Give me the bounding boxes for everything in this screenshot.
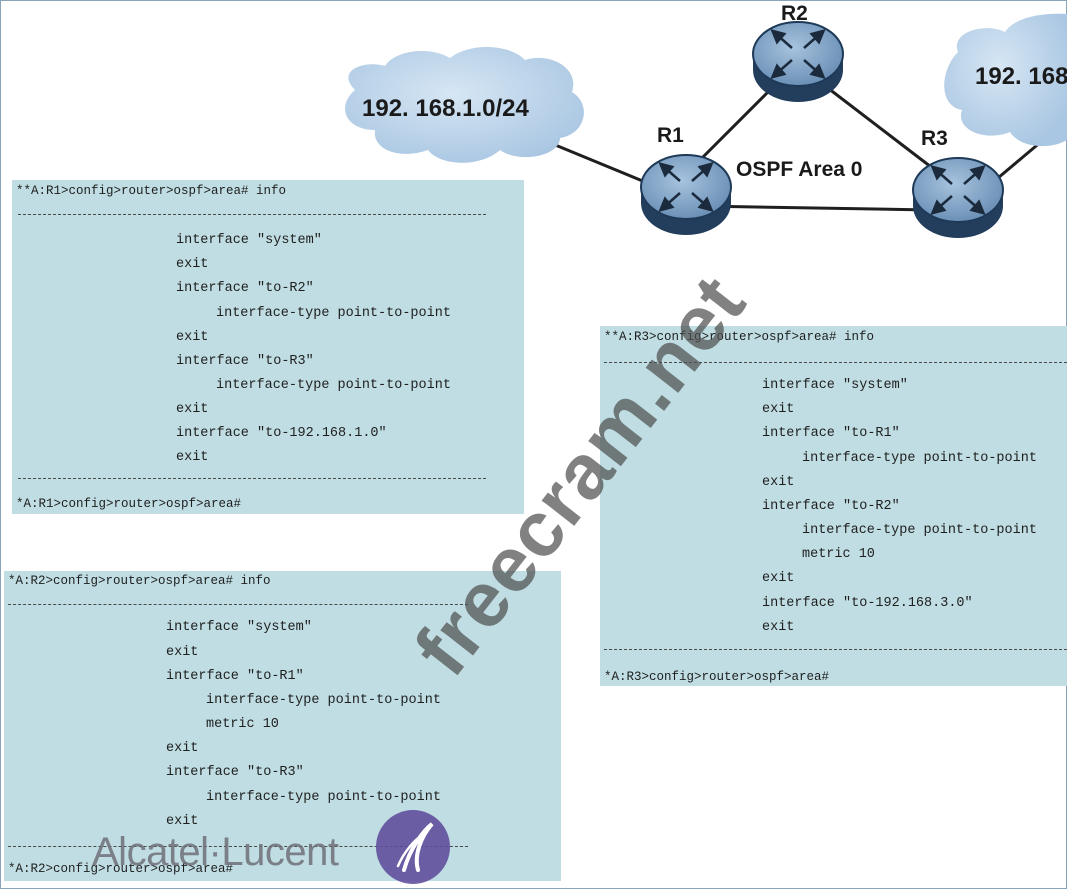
cloud-label-192-168-3: 192. 168	[975, 63, 1067, 90]
config-line: exit	[166, 741, 199, 756]
divider	[8, 846, 468, 847]
router-arrows-icon	[930, 165, 986, 215]
config-line: interface-type point-to-point	[802, 523, 1037, 538]
config-line: exit	[176, 450, 209, 465]
config-line: metric 10	[802, 547, 875, 562]
r3-config-header: **A:R3>config>router>ospf>area# info	[604, 330, 875, 344]
divider	[604, 649, 1067, 650]
cloud-192-168-1-0: 192. 168.1.0/24	[345, 46, 584, 163]
router-r2	[752, 21, 844, 102]
r1-config-header: **A:R1>config>router>ospf>area# info	[16, 184, 287, 198]
router-r1	[640, 154, 732, 235]
config-line: exit	[762, 620, 795, 635]
config-line: exit	[762, 402, 795, 417]
logo-swirl-icon	[376, 810, 450, 884]
link-r1-r3	[699, 204, 931, 212]
config-line: interface "to-R1"	[166, 669, 304, 684]
divider	[604, 362, 1067, 363]
router-arrows-icon	[658, 162, 714, 212]
config-line: interface-type point-to-point	[216, 306, 451, 321]
r1-config-footer: *A:R1>config>router>ospf>area#	[16, 497, 242, 511]
divider	[18, 214, 486, 215]
r2-config-header: *A:R2>config>router>ospf>area# info	[8, 574, 271, 588]
logo-text: Alcatel·Lucent	[92, 830, 339, 874]
router-label-r3: R3	[921, 127, 948, 150]
config-line: interface "to-R2"	[762, 499, 900, 514]
config-line: interface "to-192.168.1.0"	[176, 426, 387, 441]
link-r2-r3	[819, 80, 936, 172]
divider	[18, 478, 486, 479]
config-line: exit	[762, 475, 795, 490]
router-label-r2: R2	[781, 2, 808, 25]
router-r3	[912, 157, 1004, 238]
alcatel-lucent-logo: Alcatel·Lucent	[92, 810, 462, 888]
link-r1-r2	[688, 82, 778, 172]
router-label-r1: R1	[657, 124, 684, 147]
config-line: exit	[762, 571, 795, 586]
area-label: OSPF Area 0	[736, 158, 862, 181]
network-topology: 192. 168.1.0/24 192. 168	[345, 2, 1067, 238]
config-line: interface "system"	[166, 620, 312, 635]
config-line: interface-type point-to-point	[206, 790, 441, 805]
link-cloud1-r1	[547, 140, 651, 186]
config-line: exit	[176, 257, 209, 272]
config-line: interface "to-R3"	[176, 354, 314, 369]
config-line: interface "to-R1"	[762, 426, 900, 441]
cloud-label-192-168-1-0: 192. 168.1.0/24	[362, 95, 529, 122]
cloud-192-168-3: 192. 168	[944, 13, 1067, 147]
config-line: exit	[166, 645, 199, 660]
config-line: interface-type point-to-point	[206, 693, 441, 708]
config-line: interface-type point-to-point	[216, 378, 451, 393]
config-line: exit	[176, 402, 209, 417]
r2-config-footer: *A:R2>config>router>ospf>area#	[8, 862, 234, 876]
config-line: interface "system"	[176, 233, 322, 248]
config-line: interface "to-R2"	[176, 281, 314, 296]
r3-config-box: **A:R3>config>router>ospf>area# info int…	[600, 326, 1067, 686]
r2-config-box: *A:R2>config>router>ospf>area# info inte…	[4, 571, 561, 881]
config-line: interface "to-R3"	[166, 765, 304, 780]
divider	[8, 604, 468, 605]
config-line: exit	[166, 814, 199, 829]
config-line: metric 10	[206, 717, 279, 732]
config-line: interface "to-192.168.3.0"	[762, 596, 973, 611]
r3-config-footer: *A:R3>config>router>ospf>area#	[604, 670, 830, 684]
router-arrows-icon	[770, 29, 826, 79]
config-line: interface "system"	[762, 378, 908, 393]
config-line: interface-type point-to-point	[802, 451, 1037, 466]
r1-config-box: **A:R1>config>router>ospf>area# info int…	[12, 180, 524, 514]
config-line: exit	[176, 330, 209, 345]
